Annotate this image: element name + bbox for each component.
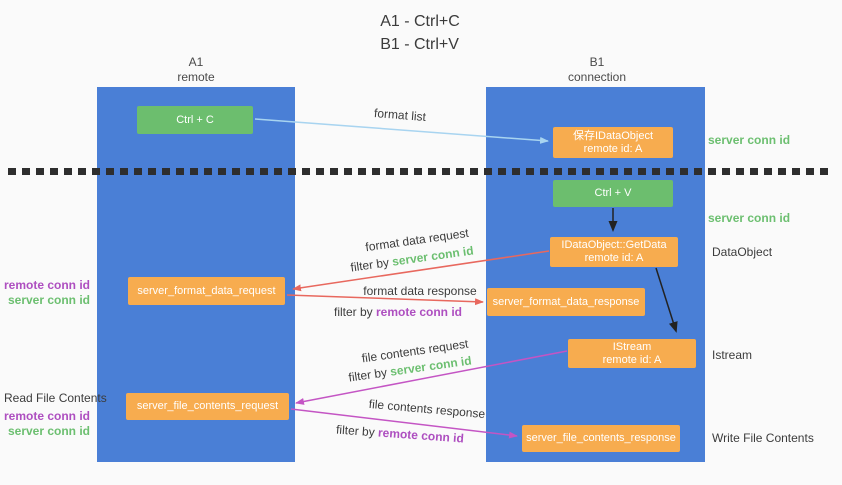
node-server-format-data-request: server_format_data_request [128, 277, 285, 305]
label-file-contents-response: file contents response [368, 396, 486, 422]
node-istream: IStream remote id: A [568, 339, 696, 368]
node-ctrl-c: Ctrl + C [137, 106, 253, 134]
label-server-conn-id-mid: server conn id [708, 211, 791, 225]
label-server-conn-id-left-2: server conn id [7, 424, 90, 438]
label-istream: Istream [712, 348, 753, 362]
title-line-2: B1 - Ctrl+V [380, 36, 459, 53]
label-remote-conn-id-2: remote conn id [3, 409, 90, 423]
label-filter-by-remote-4: filter by remote conn id [336, 423, 465, 446]
label-format-list: format list [373, 105, 427, 125]
node-getdata-line1: IDataObject::GetData [561, 239, 667, 251]
node-save-idataobject: 保存IDataObject remote id: A [553, 127, 673, 158]
title-line-1: A1 - Ctrl+C [380, 13, 460, 30]
node-ctrl-c-label: Ctrl + C [176, 113, 214, 126]
node-server-file-contents-response: server_file_contents_response [522, 425, 680, 452]
label-read-file-contents: Read File Contents [4, 391, 107, 405]
node-idataobject-getdata: IDataObject::GetData remote id: A [550, 237, 678, 267]
filter-by-text-3: filter by [347, 364, 392, 385]
label-write-file-contents: Write File Contents [712, 431, 814, 445]
node-format-response-label: server_format_data_response [492, 295, 640, 308]
node-istream-line1: IStream [612, 340, 652, 353]
column-b1-name: B1 [589, 55, 605, 69]
label-format-data-response: format data response [363, 284, 477, 298]
node-getdata-line2: remote id: A [584, 252, 644, 264]
node-ctrl-v: Ctrl + V [553, 180, 673, 207]
label-filter-by-remote-2: filter by remote conn id [334, 305, 462, 319]
column-a1-subtitle: remote [177, 70, 215, 84]
node-server-format-data-response: server_format_data_response [487, 288, 645, 316]
label-remote-conn-id-1: remote conn id [3, 278, 90, 292]
column-a1-name: A1 [188, 55, 204, 69]
label-group-file-ids: remote conn id server conn id [0, 409, 90, 439]
label-dataobject: DataObject [712, 245, 773, 259]
label-server-conn-id-left-1: server conn id [7, 293, 90, 307]
session-divider-dashed-line [8, 168, 828, 175]
node-format-request-label: server_format_data_request [137, 284, 276, 297]
node-file-request-label: server_file_contents_request [136, 400, 279, 412]
diagram-title: A1 - Ctrl+C B1 - Ctrl+V [380, 10, 460, 56]
column-header-b1: B1 connection [568, 55, 626, 85]
column-header-a1: A1 remote [177, 55, 214, 85]
filter-by-text-1: filter by [349, 254, 394, 275]
node-save-idataobject-line2: remote id: A [583, 142, 643, 155]
filter-value-2: remote conn id [376, 305, 463, 319]
filter-by-text-4: filter by [335, 422, 379, 440]
filter-by-text-2: filter by [333, 305, 376, 319]
label-group-format-ids: remote conn id server conn id [0, 278, 90, 308]
column-b1-subtitle: connection [567, 70, 627, 84]
node-save-idataobject-line1: 保存IDataObject [572, 129, 654, 142]
label-server-conn-id-top: server conn id [708, 133, 791, 147]
node-istream-line2: remote id: A [602, 353, 662, 366]
node-file-response-label: server_file_contents_response [526, 432, 676, 444]
node-ctrl-v-label: Ctrl + V [594, 187, 632, 199]
filter-value-4: remote conn id [377, 425, 465, 446]
node-server-file-contents-request: server_file_contents_request [126, 393, 289, 420]
